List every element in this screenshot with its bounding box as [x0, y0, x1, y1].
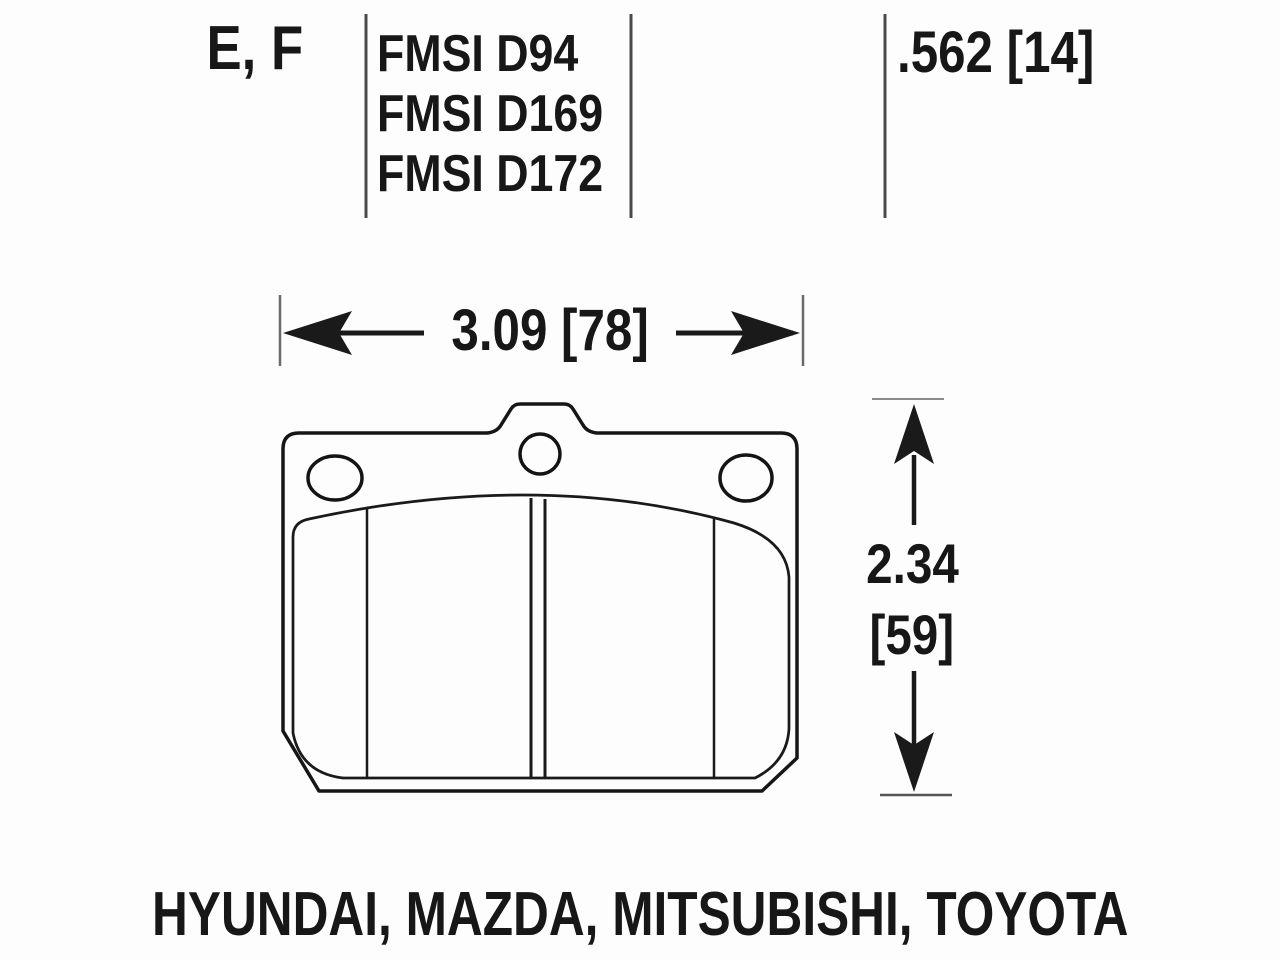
- width-dimension: [278, 295, 805, 366]
- pad-position-code: E, F: [190, 18, 320, 80]
- fmsi-number: FMSI D169: [377, 85, 604, 143]
- center-tab-hole: [518, 432, 562, 476]
- arrowhead-up-icon: [894, 404, 934, 464]
- pad-thickness-text: .562 [14]: [897, 20, 1095, 85]
- height-dimension-mm-label: [59]: [838, 607, 986, 663]
- height-dimension-mm-text: [59]: [869, 603, 955, 666]
- fmsi-number: FMSI D94: [377, 25, 579, 83]
- pad-position-code-text: E, F: [206, 14, 304, 83]
- arrowhead-left-icon: [283, 311, 352, 355]
- height-dimension-inches-text: 2.34: [865, 532, 959, 595]
- friction-material-outline: [291, 493, 791, 780]
- pad-thickness-value: .562 [14]: [897, 22, 1129, 84]
- width-dimension-text: 3.09 [78]: [451, 298, 649, 363]
- arrowhead-down-icon: [894, 732, 934, 792]
- right-mounting-hole: [718, 453, 774, 503]
- fmsi-number: FMSI D172: [377, 145, 604, 203]
- backing-plate-outline: [281, 402, 799, 793]
- left-mounting-hole: [306, 454, 364, 502]
- width-dimension-label: 3.09 [78]: [425, 300, 675, 362]
- vehicle-makes-text: HYUNDAI, MAZDA, MITSUBISHI, TOYOTA: [151, 880, 1129, 949]
- vehicle-makes-line: HYUNDAI, MAZDA, MITSUBISHI, TOYOTA: [0, 884, 1280, 946]
- arrowhead-right-icon: [731, 311, 800, 355]
- height-dimension-inches-label: 2.34: [838, 536, 986, 592]
- height-dimension: [872, 398, 952, 797]
- fmsi-number-list: FMSI D94 FMSI D169 FMSI D172: [377, 24, 640, 204]
